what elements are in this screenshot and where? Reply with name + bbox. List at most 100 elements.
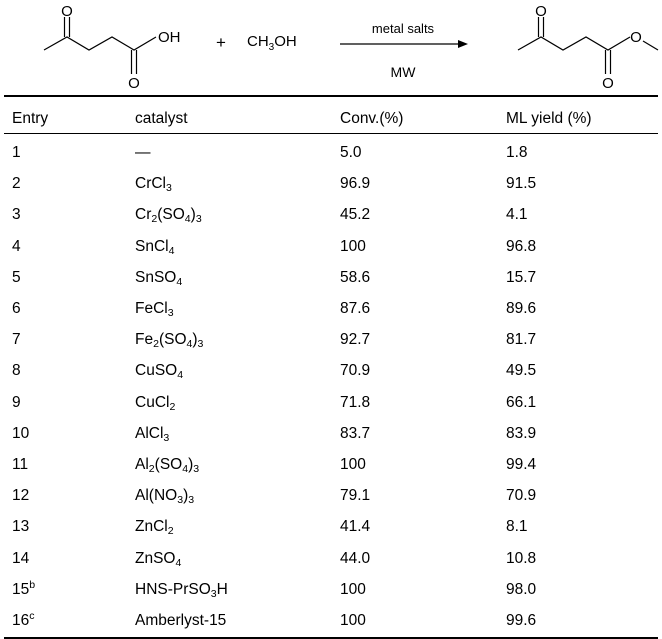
cell-catalyst: AlCl3 bbox=[135, 419, 169, 448]
cell-entry-wrap: 2 bbox=[12, 169, 21, 198]
formula-text: FeCl bbox=[135, 300, 168, 317]
formula-subscript: 2 bbox=[151, 213, 158, 226]
cell-entry: 3 bbox=[12, 206, 21, 224]
cell-entry: 14 bbox=[12, 549, 30, 567]
cell-entry: 13 bbox=[12, 518, 30, 536]
table-top-rule bbox=[4, 95, 658, 97]
cell-entry-wrap: 13 bbox=[12, 512, 29, 541]
cell-ml-yield: 66.1 bbox=[506, 393, 537, 411]
cell-conversion: 100 bbox=[340, 612, 366, 629]
arrow-bottom-label: MW bbox=[391, 64, 417, 80]
cell-entry-wrap: 1 bbox=[12, 138, 21, 167]
table-row: 12 Al(NO3)3 79.1 70.9 bbox=[0, 481, 662, 510]
cell-entry: 1 bbox=[12, 144, 21, 161]
cell-entry: 11 bbox=[12, 456, 29, 473]
cell-conversion: 96.9 bbox=[340, 175, 371, 193]
cell-ml-yield: 98.0 bbox=[506, 580, 537, 598]
cell-conversion: 58.6 bbox=[340, 268, 371, 286]
cell-entry-wrap: 12 bbox=[12, 481, 29, 510]
cell-conversion: 87.6 bbox=[340, 300, 371, 317]
ester-ketone-o-label: O bbox=[535, 3, 547, 20]
acid-ketone-o-label: O bbox=[61, 3, 73, 20]
formula-text: AlCl bbox=[135, 424, 164, 442]
cell-conversion: 44.0 bbox=[340, 549, 371, 567]
cell-catalyst: ZnCl2 bbox=[135, 512, 174, 541]
formula-text: Amberlyst-15 bbox=[135, 612, 227, 629]
cell-ml-yield: 70.9 bbox=[506, 487, 537, 505]
cell-entry: 15 bbox=[12, 580, 30, 598]
cell-ml-yield: 99.4 bbox=[506, 456, 537, 473]
formula-text: H bbox=[216, 580, 228, 598]
cell-catalyst: ZnSO4 bbox=[135, 544, 181, 573]
cell-entry: 12 bbox=[12, 487, 30, 505]
cell-catalyst: FeCl3 bbox=[135, 294, 174, 323]
formula-subscript: 3 bbox=[193, 463, 200, 476]
header-entry: Entry bbox=[12, 110, 49, 127]
entry-footnote-mark: b bbox=[29, 579, 36, 591]
cell-entry-wrap: 9 bbox=[12, 388, 21, 417]
cell-entry: 9 bbox=[12, 393, 21, 411]
cell-catalyst: — bbox=[135, 138, 151, 167]
cell-conversion: 83.7 bbox=[340, 424, 371, 442]
header-ml-yield: ML yield (%) bbox=[506, 110, 592, 127]
cell-catalyst: SnCl4 bbox=[135, 232, 174, 261]
cell-entry-wrap: 14 bbox=[12, 544, 29, 573]
formula-text: ) bbox=[183, 487, 189, 505]
cell-entry-wrap: 8 bbox=[12, 356, 21, 385]
header-conversion: Conv.(%) bbox=[340, 110, 404, 127]
formula-subscript: 2 bbox=[153, 338, 159, 351]
formula-subscript: 3 bbox=[163, 431, 170, 444]
formula-text: — bbox=[135, 144, 151, 161]
formula-text: ZnCl bbox=[135, 518, 168, 536]
formula-text: ) bbox=[188, 456, 194, 473]
cell-conversion: 79.1 bbox=[340, 487, 371, 505]
formula-text: ZnSO bbox=[135, 549, 176, 567]
cell-ml-yield: 99.6 bbox=[506, 612, 537, 629]
formula-subscript: 4 bbox=[182, 463, 189, 476]
cell-entry-wrap: 10 bbox=[12, 419, 29, 448]
cell-conversion: 100 bbox=[340, 237, 366, 255]
cell-catalyst: CrCl3 bbox=[135, 169, 172, 198]
cell-catalyst: CuSO4 bbox=[135, 356, 183, 385]
plus-sign: + bbox=[216, 33, 226, 52]
cell-conversion: 45.2 bbox=[340, 206, 371, 224]
cell-catalyst: CuCl2 bbox=[135, 388, 175, 417]
cell-ml-yield: 1.8 bbox=[506, 144, 528, 161]
table-header-rule bbox=[4, 133, 658, 134]
formula-text: (SO bbox=[157, 206, 185, 224]
cell-catalyst: SnSO4 bbox=[135, 263, 182, 292]
ester-carbonyl-o-label: O bbox=[602, 75, 614, 92]
cell-catalyst: Al2(SO4)3 bbox=[135, 450, 199, 479]
cell-catalyst: Al(NO3)3 bbox=[135, 481, 194, 510]
cell-ml-yield: 8.1 bbox=[506, 518, 528, 536]
formula-text: SnSO bbox=[135, 268, 177, 286]
cell-entry: 16 bbox=[12, 612, 30, 629]
table-row: 10 AlCl3 83.7 83.9 bbox=[0, 419, 662, 448]
formula-text: Al bbox=[135, 456, 149, 473]
formula-subscript: 3 bbox=[197, 338, 204, 351]
cell-ml-yield: 81.7 bbox=[506, 331, 537, 349]
table-bottom-rule bbox=[4, 637, 658, 639]
formula-subscript: 3 bbox=[188, 494, 195, 507]
levulinic-acid-structure bbox=[43, 17, 157, 74]
cell-entry: 5 bbox=[12, 268, 21, 286]
methyl-levulinate-structure bbox=[517, 17, 659, 74]
cell-entry-wrap: 7 bbox=[12, 325, 21, 354]
cell-ml-yield: 83.9 bbox=[506, 424, 537, 442]
formula-text: Fe bbox=[135, 331, 154, 349]
formula-subscript: 3 bbox=[166, 182, 172, 195]
header-catalyst: catalyst bbox=[135, 110, 188, 127]
cell-catalyst: Cr2(SO4)3 bbox=[135, 200, 202, 229]
formula-text: ) bbox=[192, 331, 198, 349]
